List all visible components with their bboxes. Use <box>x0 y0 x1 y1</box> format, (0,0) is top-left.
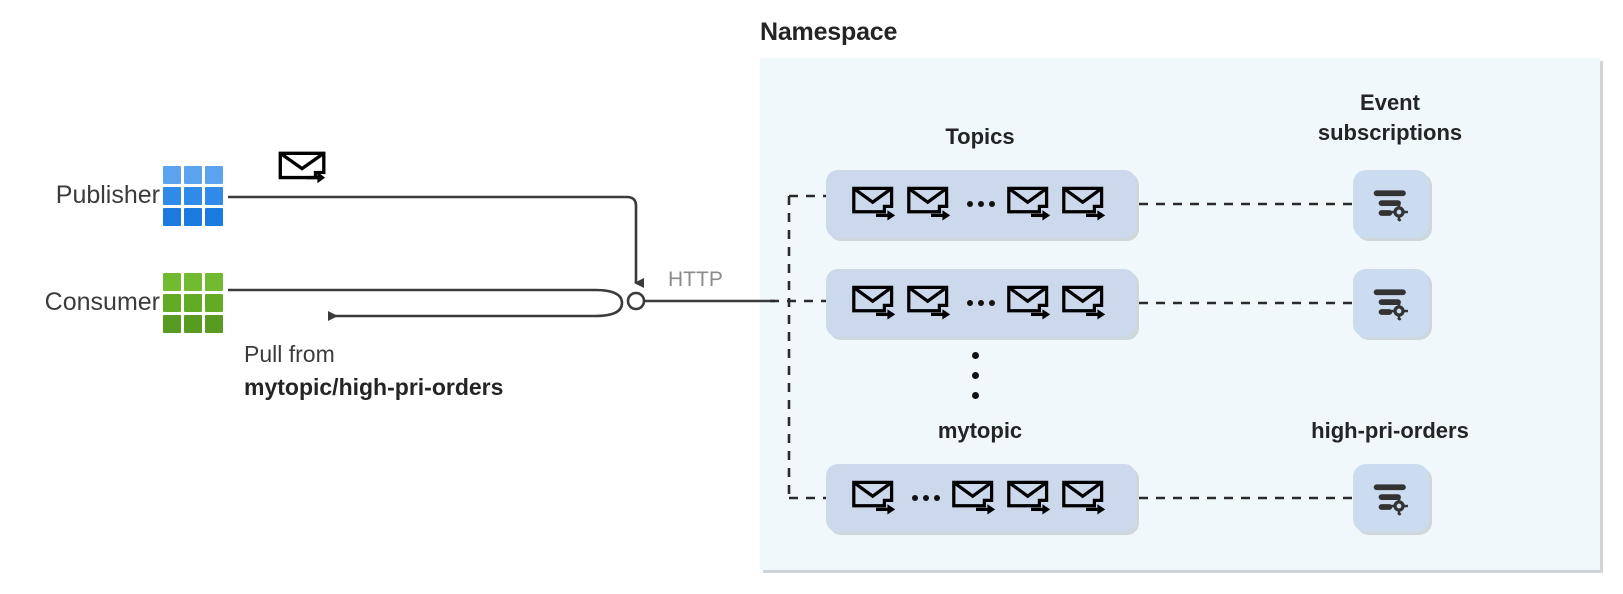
topic-row[interactable] <box>826 269 1136 337</box>
pull-from-text: Pull from <box>244 341 335 367</box>
http-label: HTTP <box>668 268 723 291</box>
envelope-arrow-icon <box>852 480 896 515</box>
ellipsis-icon <box>907 495 945 501</box>
pull-from-caption: Pull from mytopic/high-pri-orders <box>244 338 503 403</box>
envelope-arrow-icon <box>1007 285 1051 320</box>
topic-name-label: mytopic <box>937 418 1023 443</box>
topics-heading: Topics <box>945 124 1015 149</box>
pull-from-target: mytopic/high-pri-orders <box>244 373 504 400</box>
envelope-arrow-icon <box>1007 186 1051 221</box>
grid-3x3-icon <box>163 273 223 333</box>
envelope-arrow-icon <box>852 285 896 320</box>
envelope-arrow-icon <box>907 285 951 320</box>
event-subscription-item[interactable] <box>1353 170 1429 238</box>
vertical-ellipsis-icon <box>972 352 979 399</box>
subscription-name-label: high-pri-orders <box>1311 418 1469 443</box>
envelope-arrow-icon <box>1062 186 1106 221</box>
envelope-arrow-icon <box>952 480 996 515</box>
event-subscription-item[interactable] <box>1353 269 1429 337</box>
namespace-title: Namespace <box>760 18 898 46</box>
envelope-arrow-icon <box>1062 480 1106 515</box>
filter-gear-icon <box>1373 190 1408 222</box>
ellipsis-icon <box>962 201 1000 207</box>
filter-gear-icon <box>1373 289 1408 321</box>
filter-gear-icon <box>1373 484 1408 516</box>
event-subscriptions-heading: Event subscriptions <box>1270 88 1510 147</box>
ellipsis-icon <box>962 300 1000 306</box>
topic-row[interactable] <box>826 170 1136 238</box>
consumer-label: Consumer <box>44 288 160 316</box>
grid-3x3-icon <box>163 166 223 226</box>
envelope-arrow-icon <box>1062 285 1106 320</box>
publisher-label: Publisher <box>55 181 160 209</box>
envelope-arrow-icon <box>278 151 326 184</box>
event-subscriptions-heading-line1: Event subscriptions <box>1317 90 1463 145</box>
envelope-arrow-icon <box>1007 480 1051 515</box>
event-subscription-item[interactable] <box>1353 464 1429 532</box>
topic-row[interactable] <box>826 464 1136 532</box>
envelope-arrow-icon <box>907 186 951 221</box>
envelope-arrow-icon <box>852 186 896 221</box>
